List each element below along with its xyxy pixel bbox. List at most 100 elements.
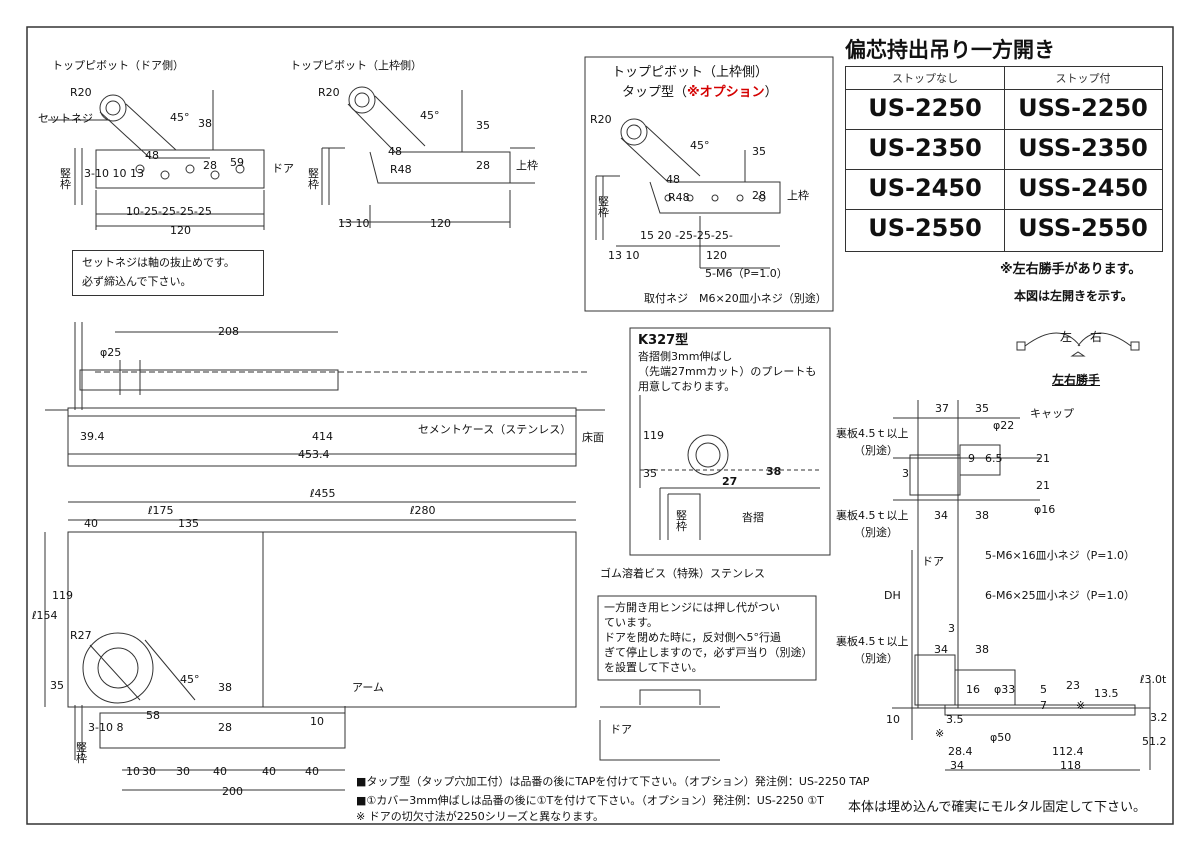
- hinge-note-5: を設置して下さい。: [604, 661, 703, 674]
- hand-right: 右: [1090, 330, 1103, 344]
- dim-58: 58: [146, 709, 160, 722]
- mount-note: 取付ネジ M6×20皿小ネジ（別途）: [644, 292, 827, 305]
- dim-phi22: φ22: [993, 419, 1015, 432]
- dim-21: 21: [1036, 452, 1050, 465]
- dim-7: 7: [1040, 699, 1047, 712]
- hinge-note-2: ています。: [604, 616, 658, 629]
- dim-35: 35: [50, 679, 64, 692]
- backplate-label: 裏板4.5ｔ以上: [836, 427, 909, 440]
- dim-b1: 30: [142, 765, 156, 778]
- tap-option: ※オプション: [687, 85, 765, 100]
- dim-65: 6.5: [985, 452, 1003, 465]
- dim-16: 16: [966, 683, 980, 696]
- dim-35b: 3.5: [946, 713, 964, 726]
- dim-40: 40: [84, 517, 98, 530]
- dim-135: 135: [178, 517, 199, 530]
- dim-left: 13 10: [338, 217, 370, 230]
- rubber-screw-label: ゴム溶着ビス（特殊）ステンレス: [600, 567, 765, 580]
- dim-208: 208: [218, 325, 239, 338]
- dim-r20: R20: [318, 86, 340, 99]
- screw-label: 5-M6（P=1.0）: [705, 267, 788, 280]
- dim-512: 51.2: [1142, 735, 1167, 748]
- model-cell: US-2550: [868, 214, 982, 242]
- dim-angle: 45°: [690, 139, 710, 152]
- set-screw-label: セットネジ: [38, 112, 93, 125]
- dim-28: 28: [476, 159, 490, 172]
- dim-32: 3.2: [1150, 711, 1168, 724]
- dim-b3: 40: [213, 765, 227, 778]
- tap-subtitle-a: タップ型（: [622, 85, 688, 100]
- dim-1124: 112.4: [1052, 745, 1084, 758]
- hinge-note-4: ぎて停止しますので，必ず戸当り（別途）: [604, 646, 813, 659]
- dim-angle: 45°: [170, 111, 190, 124]
- frame-label: 竪枠: [76, 741, 87, 765]
- hand-symbol-drawing: [1016, 332, 1140, 357]
- dim-28: 28: [218, 721, 232, 734]
- dim-59: 59: [230, 156, 244, 169]
- dim-35: 35: [975, 402, 989, 415]
- separate-label-2: （別途）: [854, 526, 898, 539]
- model-cell: USS-2550: [1018, 214, 1148, 242]
- dim-10: 10: [886, 713, 900, 726]
- pivot-frame-title: トップピボット（上枠側）: [290, 59, 422, 72]
- star-mark-2: ※: [935, 727, 945, 740]
- dim-35: 35: [643, 467, 657, 480]
- model-table: ストップなし ストップ付 US-2250 USS-2250 US-2350 US…: [845, 66, 1163, 252]
- dim-48: 48: [388, 145, 402, 158]
- separate-label-3: （別途）: [854, 652, 898, 665]
- dim-b0: 10: [126, 765, 140, 778]
- screw-label-2: 6-M6×25皿小ネジ（P=1.0）: [985, 589, 1136, 602]
- dim-series: 15 20 -25-25-25-: [640, 229, 733, 242]
- setscrew-note-2: 必ず締込んで下さい。: [82, 275, 192, 288]
- k327-line1: 沓摺側3mm伸ばし: [638, 350, 733, 363]
- dim-35: 35: [752, 145, 766, 158]
- dim-phi33: φ33: [994, 683, 1016, 696]
- dim-284: 28.4: [948, 745, 973, 758]
- door-label: ドア: [272, 162, 294, 175]
- table-rule: [846, 169, 1162, 170]
- separate-label: （別途）: [854, 444, 898, 457]
- cap-label: キャップ: [1030, 407, 1074, 420]
- pivot-door-drawing: [48, 90, 265, 230]
- dim-r20: R20: [70, 86, 92, 99]
- sill-label: 沓摺: [742, 511, 764, 524]
- section-drawing: [892, 400, 1151, 771]
- top-frame-label: 上枠: [516, 159, 538, 172]
- dim-21b: 21: [1036, 479, 1050, 492]
- k327-line3: 用意しております。: [638, 380, 736, 393]
- dim-dh: DH: [884, 589, 901, 602]
- dim-r48: R48: [390, 163, 412, 176]
- dim-l280: ℓ280: [410, 504, 436, 517]
- k327-drawing: [639, 395, 820, 540]
- frame-label: 竪枠: [60, 167, 71, 191]
- dim-453: 453.4: [298, 448, 330, 461]
- model-cell: US-2350: [868, 134, 982, 162]
- dim-left: 3-10 10 13: [84, 167, 144, 180]
- dim-total: 120: [706, 249, 727, 262]
- dim-b5: 40: [305, 765, 319, 778]
- tap-title: トップピボット（上枠側）: [612, 65, 769, 80]
- dim-5: 5: [1040, 683, 1047, 696]
- dim-119: 119: [643, 429, 664, 442]
- table-rule: [846, 209, 1162, 210]
- dim-phi16: φ16: [1034, 503, 1056, 516]
- dim-r48: R48: [668, 191, 690, 204]
- note-cover: ■①カバー3mm伸ばしは品番の後に①Tを付けて下さい。（オプション）発注例：US…: [356, 794, 824, 807]
- dim-left: 13 10: [608, 249, 640, 262]
- dim-28: 28: [752, 189, 766, 202]
- model-cell: USS-2250: [1018, 94, 1148, 122]
- table-divider: [1004, 67, 1005, 251]
- dim-34c: 34: [950, 759, 964, 772]
- model-cell: US-2450: [868, 174, 982, 202]
- tap-subtitle: タップ型（※オプション）: [622, 86, 778, 99]
- dim-28: 28: [203, 159, 217, 172]
- dim-total: 200: [222, 785, 243, 798]
- note-cutout: ※ ドアの切欠寸法が2250シリーズと異なります。: [356, 810, 605, 823]
- plan-drawing: [44, 501, 720, 791]
- model-cell: USS-2450: [1018, 174, 1148, 202]
- dim-38: 38: [218, 681, 232, 694]
- dim-3: 3: [902, 467, 909, 480]
- dim-118: 118: [1060, 759, 1081, 772]
